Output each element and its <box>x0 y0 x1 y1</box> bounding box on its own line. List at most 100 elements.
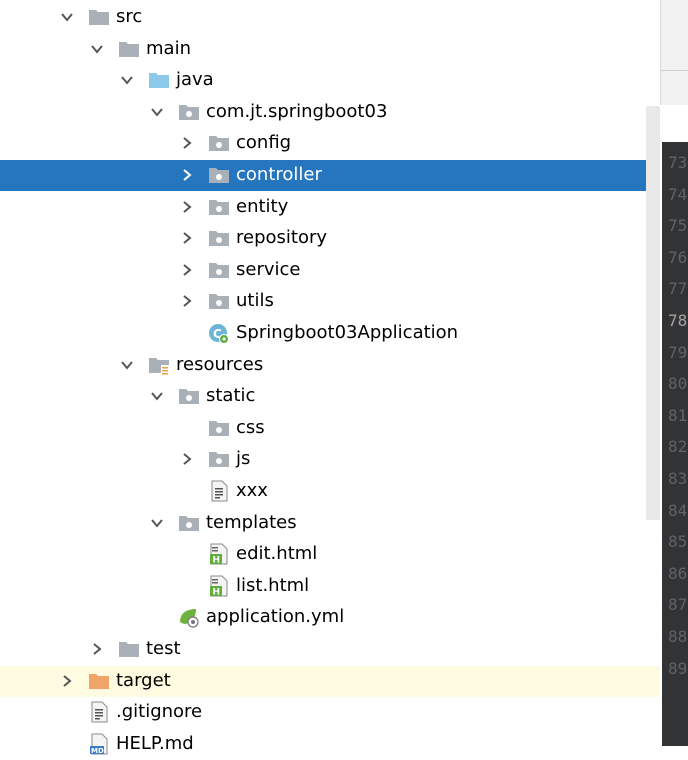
tree-item-label: .gitignore <box>116 701 203 723</box>
excluded-folder-icon <box>88 670 110 692</box>
tree-row[interactable]: utils <box>0 286 660 317</box>
tree-row[interactable]: src <box>0 2 660 33</box>
chevron-right-icon[interactable] <box>178 198 196 216</box>
package-icon <box>178 385 200 407</box>
line-number: 80 <box>668 374 688 394</box>
package-icon <box>208 132 230 154</box>
tree-item-label: config <box>236 132 292 154</box>
tree-item-label: js <box>236 448 251 470</box>
chevron-right-icon[interactable] <box>58 672 76 690</box>
tree-item-label: static <box>206 385 256 407</box>
line-number: 74 <box>668 184 688 204</box>
tree-row[interactable]: resources <box>0 350 660 381</box>
chevron-right-icon[interactable] <box>178 450 196 468</box>
tree-item-label: templates <box>206 511 297 533</box>
chevron-down-icon[interactable] <box>58 8 76 26</box>
chevron-right-icon[interactable] <box>178 229 196 247</box>
package-icon <box>178 101 200 123</box>
tree-item-label: src <box>116 6 143 27</box>
tree-item-label: application.yml <box>206 606 345 628</box>
line-number: 76 <box>668 247 688 267</box>
tree-item-label: list.html <box>236 574 310 596</box>
tree-row[interactable]: xxx <box>0 476 660 507</box>
tree-item-label: repository <box>236 227 328 249</box>
tree-row[interactable]: test <box>0 634 660 665</box>
package-icon <box>208 227 230 249</box>
spring-boot-class-icon: C <box>208 322 230 344</box>
tree-row[interactable]: com.jt.springboot03 <box>0 97 660 128</box>
folder-icon <box>118 38 140 60</box>
chevron-right-icon[interactable] <box>178 134 196 152</box>
tree-item-label: entity <box>236 195 289 217</box>
html-file-icon: H <box>208 543 230 566</box>
resources-folder-icon <box>148 354 170 376</box>
tree-row[interactable]: .gitignore <box>0 697 660 728</box>
text-file-icon <box>88 701 110 723</box>
package-icon <box>208 417 230 439</box>
package-icon <box>208 259 230 281</box>
folder-icon <box>88 6 110 28</box>
editor-gutter <box>662 142 688 746</box>
tree-item-label: java <box>176 69 214 91</box>
spring-config-icon <box>178 606 200 628</box>
tree-row[interactable]: templates <box>0 508 660 539</box>
chevron-right-icon[interactable] <box>178 166 196 184</box>
folder-icon <box>118 638 140 660</box>
tree-item-label: Springboot03Application <box>236 322 459 343</box>
tree-item-label: controller <box>236 164 322 185</box>
line-number: 73 <box>668 153 688 172</box>
tree-item-label: utils <box>236 290 274 312</box>
tree-row[interactable]: service <box>0 255 660 286</box>
chevron-down-icon[interactable] <box>148 514 166 532</box>
tree-item-label: service <box>236 258 301 280</box>
line-number: 84 <box>668 500 688 520</box>
package-icon <box>178 512 200 534</box>
tree-item-label: target <box>116 669 171 691</box>
line-number: 85 <box>668 532 688 552</box>
tree-item-label: main <box>146 37 191 59</box>
chevron-down-icon[interactable] <box>118 356 136 374</box>
chevron-down-icon[interactable] <box>88 40 106 58</box>
tree-row[interactable]: config <box>0 128 660 159</box>
tree-item-label: com.jt.springboot03 <box>206 100 388 122</box>
svg-text:MD: MD <box>91 747 104 755</box>
line-number: 79 <box>668 342 688 362</box>
svg-text:H: H <box>213 556 221 566</box>
tree-row[interactable]: js <box>0 444 660 475</box>
chevron-right-icon[interactable] <box>88 640 106 658</box>
tree-row[interactable]: controller <box>0 160 660 191</box>
line-number: 83 <box>668 469 688 488</box>
source-folder-icon <box>148 69 170 91</box>
svg-text:H: H <box>213 587 221 597</box>
tree-row[interactable]: C Springboot03Application <box>0 318 660 349</box>
line-number: 82 <box>668 437 688 457</box>
tree-item-label: HELP.md <box>116 732 194 754</box>
tree-row[interactable]: target <box>0 665 660 697</box>
tree-scrollbar[interactable] <box>646 106 660 520</box>
editor-tab-bar <box>660 0 688 70</box>
markdown-file-icon: MD <box>88 733 110 755</box>
chevron-right-icon[interactable] <box>178 261 196 279</box>
tree-row[interactable]: main <box>0 34 660 65</box>
tree-item-label: xxx <box>236 480 268 501</box>
chevron-down-icon[interactable] <box>148 387 166 405</box>
chevron-down-icon[interactable] <box>118 71 136 89</box>
chevron-down-icon[interactable] <box>148 103 166 121</box>
project-tree: src main java com.jt.springboot03 config… <box>0 2 660 755</box>
tree-row[interactable]: java <box>0 65 660 96</box>
tree-row[interactable]: repository <box>0 223 660 254</box>
tree-row[interactable]: application.yml <box>0 602 660 633</box>
tree-row[interactable]: static <box>0 381 660 412</box>
line-number: 77 <box>668 279 688 299</box>
svg-text:C: C <box>213 327 222 341</box>
package-icon <box>208 164 230 186</box>
tree-row[interactable]: css <box>0 413 660 444</box>
editor-breadcrumb-bar <box>660 70 688 105</box>
package-icon <box>208 290 230 312</box>
chevron-right-icon[interactable] <box>178 292 196 310</box>
tree-row[interactable]: MD HELP.md <box>0 729 660 760</box>
tree-row[interactable]: H list.html <box>0 571 660 602</box>
tree-row[interactable]: H edit.html <box>0 539 660 570</box>
tree-row[interactable]: entity <box>0 192 660 223</box>
line-number: 89 <box>668 658 688 678</box>
